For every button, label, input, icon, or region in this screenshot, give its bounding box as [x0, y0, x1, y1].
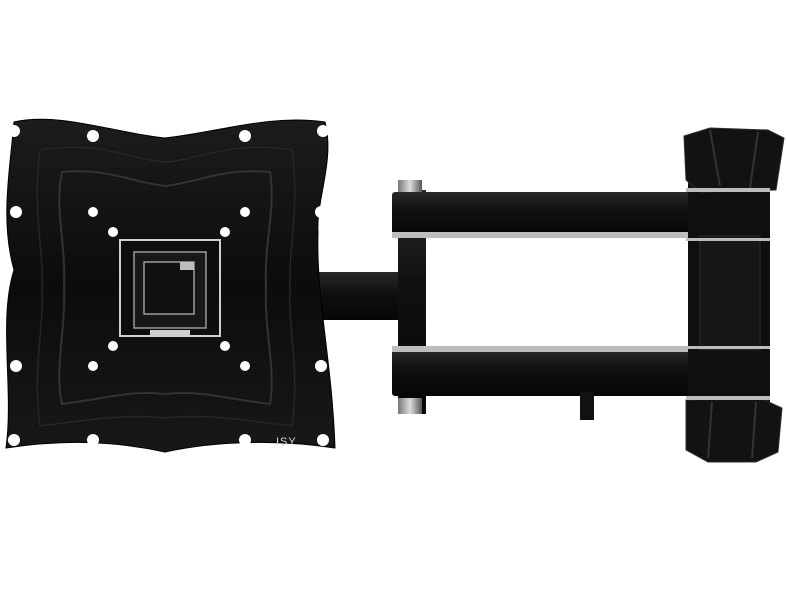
- plate-connector-bar: [310, 272, 410, 320]
- bottom-knuckle: [685, 397, 783, 463]
- plate-raised-panel: [58, 170, 273, 406]
- vesa-plate: [5, 118, 336, 453]
- top-knuckle: [683, 127, 785, 193]
- pivot-bolt-bottom: [398, 398, 422, 414]
- upper-arm: [392, 192, 754, 236]
- mounting-holes: [8, 125, 329, 446]
- support-shaft: [580, 392, 594, 420]
- pivot-bolt-top: [398, 180, 422, 194]
- lower-arm: [392, 350, 754, 396]
- brand-mark: ISY: [276, 436, 297, 448]
